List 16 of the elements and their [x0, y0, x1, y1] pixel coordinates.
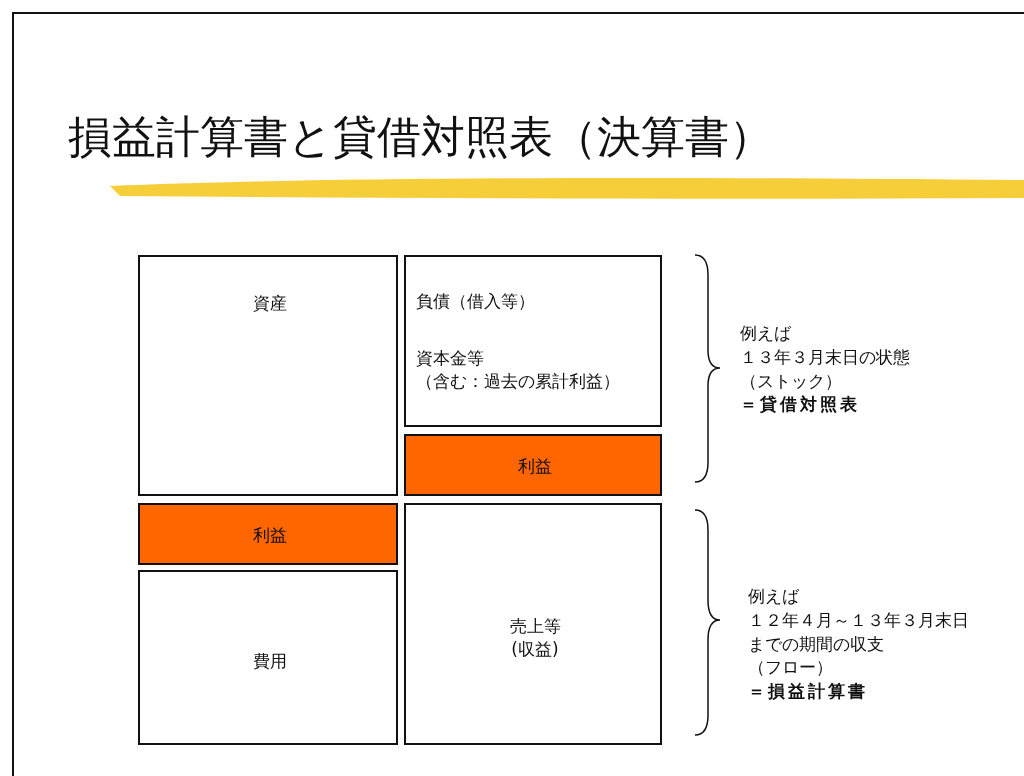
box-text: 利益 [252, 524, 288, 547]
note-text: 例えば１２年４月～１３年３月末日までの期間の収支（フロー）＝損益計算書 [748, 585, 969, 704]
note-text: 例えば１３年３月末日の状態（ストック）＝貸借対照表 [740, 322, 910, 417]
box-text: 売上等(収益) [508, 615, 562, 661]
profit-box [404, 434, 662, 496]
profit-box [138, 503, 398, 565]
asset-box [138, 255, 398, 496]
revenue-box [404, 503, 662, 745]
box-text: 資産 [252, 292, 288, 315]
box-text: 費用 [252, 650, 288, 673]
slide-title: 損益計算書と貸借対照表（決算書） [68, 110, 773, 164]
box-text: 資本金等（含む：過去の累計利益） [416, 347, 621, 393]
box-text: 利益 [517, 455, 553, 478]
box-text: 負債（借入等） [416, 290, 536, 313]
expense-box [138, 570, 398, 745]
liability-equity-box [404, 255, 662, 427]
